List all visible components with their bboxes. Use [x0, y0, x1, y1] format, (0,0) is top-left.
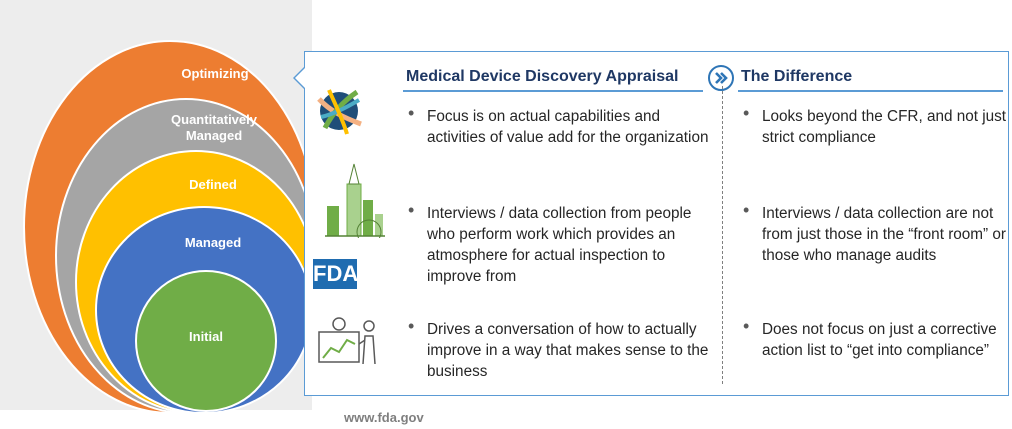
fda-logo: FDA: [313, 259, 359, 289]
city-buildings-icon: [325, 163, 385, 238]
difference-bullet-text: Looks beyond the CFR, and not just stric…: [762, 108, 1007, 146]
appraisal-bullet: •Focus is on actual capabilities and act…: [408, 103, 709, 146]
appraisal-heading-rule: [403, 90, 703, 92]
level-label-initial: Initial: [189, 329, 223, 344]
level-initial-circle: [135, 270, 277, 412]
presentation-growth-icon: [318, 317, 376, 365]
fda-logo-text: FDA: [313, 261, 359, 286]
comparison-panel: Medical Device Discovery Appraisal The D…: [293, 51, 1009, 396]
difference-bullet: •Interviews / data collection are not fr…: [743, 200, 1006, 264]
level-label-managed: Managed: [184, 235, 242, 250]
difference-bullet-text: Does not focus on just a corrective acti…: [762, 321, 997, 359]
appraisal-bullet-text: Drives a conversation of how to actually…: [427, 321, 709, 380]
appraisal-heading: Medical Device Discovery Appraisal: [406, 68, 679, 85]
difference-bullet: •Looks beyond the CFR, and not just stri…: [743, 103, 1007, 146]
column-divider: [722, 86, 723, 384]
level-label-quantitatively-managed: Quantitatively Managed: [171, 112, 257, 143]
appraisal-bullet-text: Interviews / data collection from people…: [427, 205, 692, 285]
double-chevron-icon: [708, 65, 734, 91]
footer-url: www.fda.gov: [344, 410, 424, 425]
globe-icon: [317, 89, 362, 135]
difference-heading-rule: [738, 90, 1003, 92]
difference-heading: The Difference: [741, 68, 853, 85]
appraisal-bullet-text: Focus is on actual capabilities and acti…: [427, 108, 709, 146]
level-label-optimizing: Optimizing: [181, 66, 249, 81]
difference-bullet-text: Interviews / data collection are not fro…: [762, 205, 1006, 264]
appraisal-bullet: •Interviews / data collection from peopl…: [408, 200, 692, 285]
appraisal-bullet: •Drives a conversation of how to actuall…: [408, 316, 709, 380]
level-label-defined: Defined: [189, 177, 237, 192]
difference-bullet: •Does not focus on just a corrective act…: [743, 316, 997, 359]
maturity-levels-diagram: [23, 40, 317, 414]
